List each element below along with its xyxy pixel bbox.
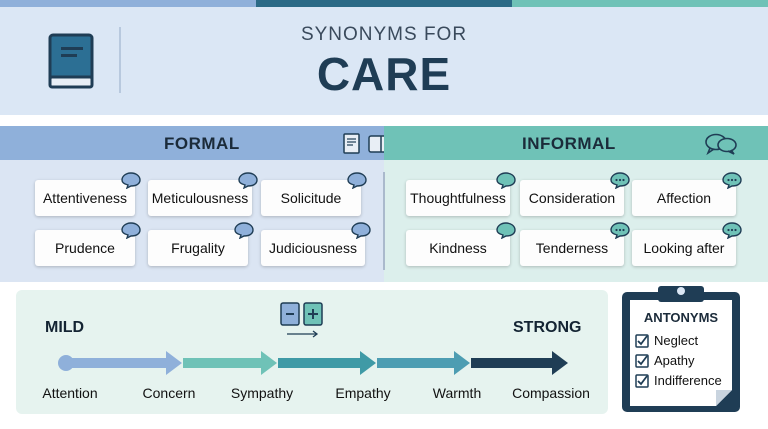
scale-arrow-4 <box>377 351 470 375</box>
scale-step-label: Warmth <box>432 385 482 401</box>
header: SYNONYMS FOR CARE <box>0 7 768 115</box>
intensity-scale: MILD STRONG Attention Concern Sympathy E… <box>16 290 608 414</box>
speech-bubble-dots-icon <box>722 172 742 189</box>
clipboard-icon <box>622 286 740 412</box>
top-bar-segment-navy <box>256 0 512 7</box>
synonym-word: Thoughtfulness <box>410 190 506 206</box>
section-divider <box>383 172 385 270</box>
synonym-card-formal: Meticulousness <box>148 172 258 216</box>
synonym-card-formal: Prudence <box>35 222 141 266</box>
antonym-item: Neglect <box>654 333 699 348</box>
speech-bubble-icon <box>496 222 516 239</box>
scale-low-label: MILD <box>45 319 85 336</box>
scale-arrow-3 <box>278 351 376 375</box>
speech-bubble-dots-icon <box>610 172 630 189</box>
checkbox-checked-icon <box>635 354 649 368</box>
synonym-word: Tenderness <box>535 240 609 256</box>
header-divider <box>119 27 121 93</box>
top-bar-segment-blue <box>0 0 256 7</box>
speech-bubble-icon <box>347 172 367 189</box>
scale-arrow-1 <box>66 351 182 375</box>
synonym-word: Prudence <box>55 240 115 256</box>
scale-high-label: STRONG <box>513 319 582 336</box>
synonym-word: Looking after <box>643 240 725 256</box>
informal-title: INFORMAL <box>522 134 616 153</box>
synonym-card-informal: Thoughtfulness <box>406 172 516 216</box>
antonym-item: Apathy <box>654 353 695 368</box>
synonym-card-formal: Judiciousness <box>261 222 371 266</box>
synonym-card-informal: Consideration <box>520 172 630 216</box>
synonym-word: Solicitude <box>280 190 342 206</box>
synonym-card-informal: Kindness <box>406 222 516 266</box>
speech-bubble-dots-icon <box>722 222 742 239</box>
scale-step-label: Empathy <box>335 385 391 401</box>
speech-bubble-icon <box>121 222 141 239</box>
chat-bubbles-icon <box>705 133 737 156</box>
synonym-word: Kindness <box>429 240 487 256</box>
top-bar-segment-teal <box>512 0 768 7</box>
book-icon <box>343 133 360 154</box>
scale-step-label: Concern <box>142 385 196 401</box>
informal-header: INFORMAL <box>384 126 768 160</box>
synonym-word: Consideration <box>528 190 616 206</box>
synonym-card-formal: Attentiveness <box>35 172 141 216</box>
synonym-card-informal: Tenderness <box>520 222 630 266</box>
synonym-word: Meticulousness <box>151 190 249 206</box>
synonym-word: Affection <box>656 190 712 206</box>
speech-bubble-icon <box>121 172 141 189</box>
intensity-arrows <box>58 351 568 375</box>
scale-arrow-2 <box>183 351 277 375</box>
synonym-card-informal: Affection <box>632 172 742 216</box>
page-subtitle: SYNONYMS FOR <box>300 24 468 45</box>
checkbox-checked-icon <box>635 334 649 348</box>
synonym-word: Frugality <box>171 240 225 256</box>
speech-bubble-dots-icon <box>610 222 630 239</box>
antonym-item: Indifference <box>654 373 722 388</box>
synonym-card-formal: Frugality <box>148 222 254 266</box>
top-color-bar <box>0 0 768 7</box>
speech-bubble-icon <box>234 222 254 239</box>
scale-step-label: Sympathy <box>230 385 294 401</box>
speech-bubble-icon <box>351 222 371 239</box>
formal-header: FORMAL <box>0 126 398 160</box>
formal-title: FORMAL <box>164 134 240 153</box>
scale-step-label: Compassion <box>512 385 590 401</box>
antonyms-title: ANTONYMS <box>643 310 719 325</box>
checkbox-checked-icon <box>635 374 649 388</box>
synonym-word: Judiciousness <box>269 240 357 256</box>
synonym-word: Attentiveness <box>42 190 128 206</box>
synonym-card-informal: Looking after <box>632 222 742 266</box>
page-title: CARE <box>316 48 452 100</box>
speech-bubble-icon <box>238 172 258 189</box>
speech-bubble-icon <box>496 172 516 189</box>
minus-plus-icon <box>280 302 323 338</box>
scale-arrow-5 <box>471 351 568 375</box>
synonym-card-formal: Solicitude <box>261 172 367 216</box>
book-icon <box>48 33 94 89</box>
scale-step-label: Attention <box>42 385 98 401</box>
